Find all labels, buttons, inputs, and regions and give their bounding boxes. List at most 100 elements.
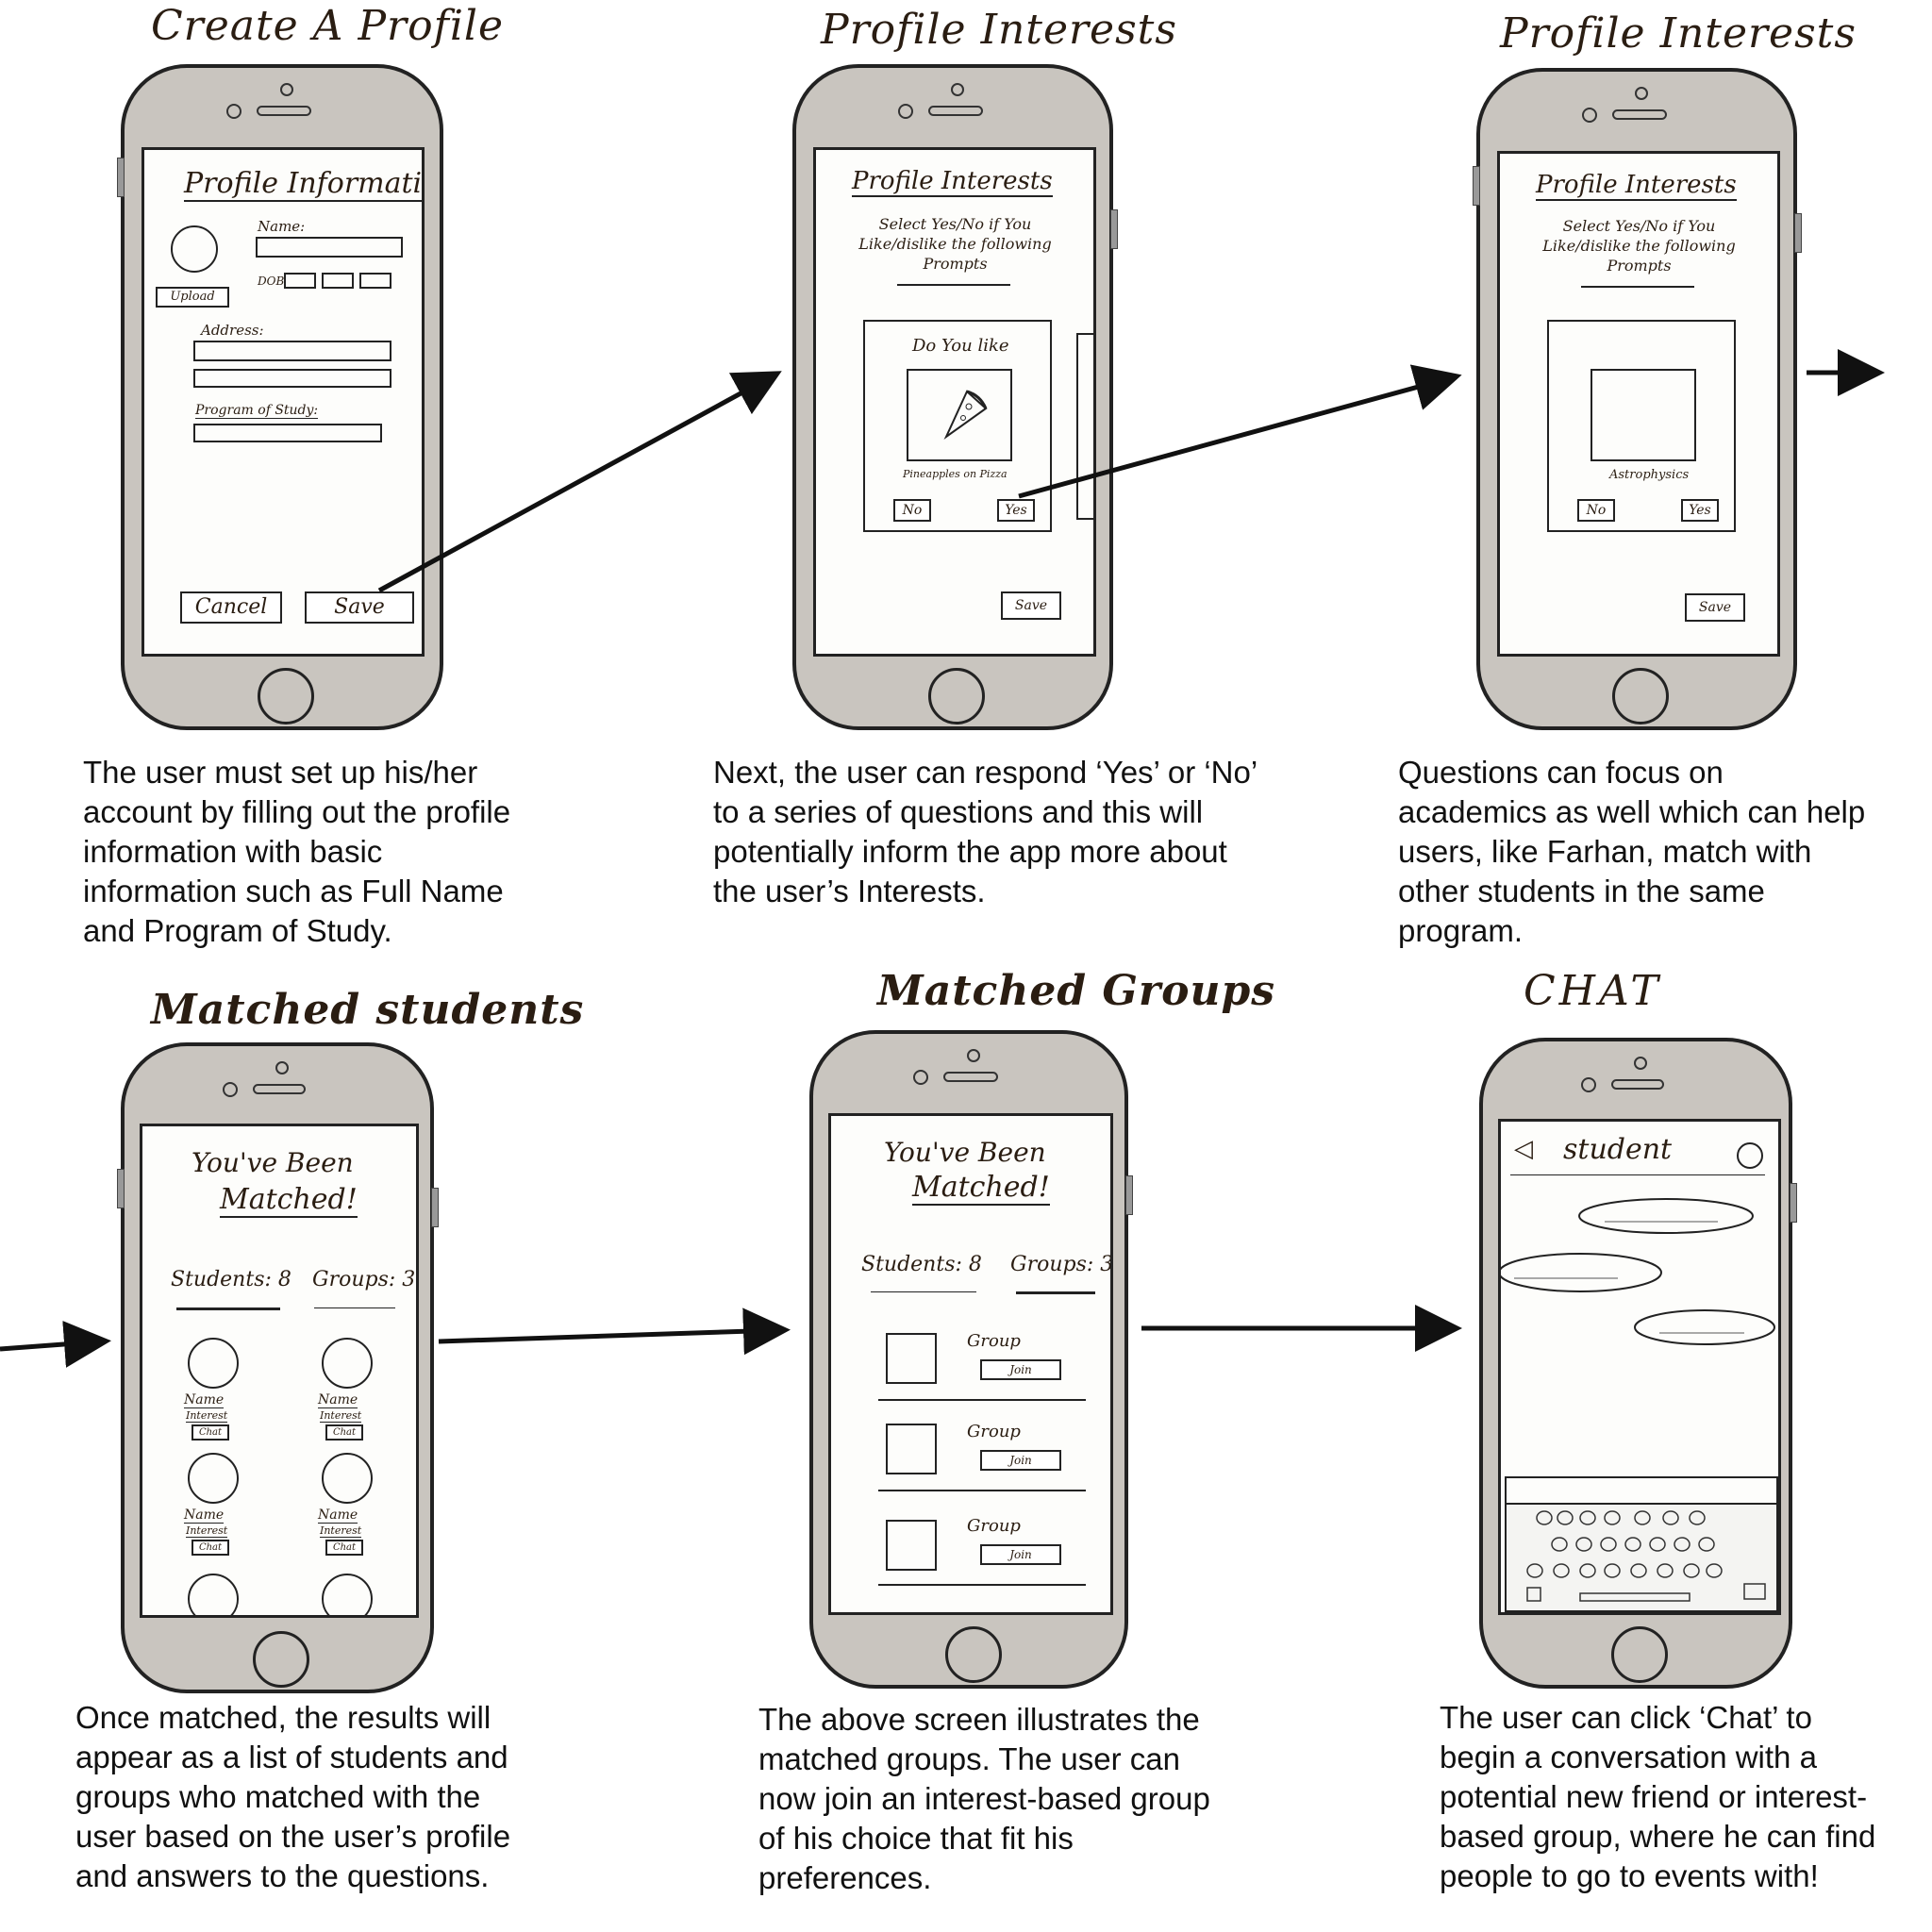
pizza-icon [943,390,988,440]
tab-students[interactable]: Students: 8 [861,1253,982,1276]
arrow-students-to-groups [438,1307,791,1356]
name-field[interactable] [256,237,403,258]
group-label: Group [967,1516,1021,1536]
save-button[interactable]: Save [1001,591,1061,620]
match-heading-line1: You've Been [192,1147,354,1178]
caption-matched-students: Once matched, the results will appear as… [75,1700,511,1893]
student-name: Name [184,1507,225,1524]
screen-matched-groups: You've Been Matched! Students: 8 Groups:… [828,1113,1113,1615]
caption-create-profile: The user must set up his/her account by … [83,755,511,948]
title-chat: CHAT [1524,967,1662,1015]
cancel-button[interactable]: Cancel [180,591,282,624]
prompt-question: Do You like [912,336,1009,356]
program-field[interactable] [193,424,382,442]
caption-profile-interests-2: Questions can focus on academics as well… [1398,755,1866,948]
group-image [886,1520,937,1571]
home-button[interactable] [253,1631,309,1688]
student-interest: Interest [320,1409,362,1423]
join-button[interactable]: Join [980,1450,1061,1471]
match-heading-line2: Matched! [912,1171,1050,1206]
save-button[interactable]: Save [305,591,414,624]
student-avatar [188,1453,239,1504]
phone-matched-students: You've Been Matched! Students: 8 Groups:… [117,1042,439,1693]
student-avatar [188,1338,239,1389]
arrow-profile-to-interests [377,371,782,593]
student-avatar [322,1574,373,1615]
phone-chat: ◁ student [1479,1038,1797,1689]
prompt-image [1591,369,1696,461]
instructions-text: Select Yes/No if You Like/dislike the fo… [1542,217,1736,275]
prompt-image [907,369,1012,461]
student-interest: Interest [320,1524,362,1538]
match-heading-line1: You've Been [884,1137,1046,1168]
chat-contact-name: student [1563,1133,1673,1166]
avatar [171,225,218,273]
student-avatar [322,1453,373,1504]
save-button[interactable]: Save [1685,593,1745,622]
prompt-caption: Pineapples on Pizza [903,468,1008,480]
tab-groups[interactable]: Groups: 3 [1010,1253,1113,1276]
caption-matched-groups: The above screen illustrates the matched… [758,1702,1210,1895]
title-profile-interests-2: Profile Interests [1500,9,1857,58]
title-matched-students: Matched students [151,986,585,1034]
screen-chat: ◁ student [1498,1119,1781,1615]
prompt-caption: Astrophysics [1609,468,1690,482]
student-avatar [188,1574,239,1615]
screen-profile-information: Profile Information Upload Name: DOB Add… [142,147,425,657]
dob-year-field[interactable] [359,273,391,289]
upload-button[interactable]: Upload [156,287,229,308]
prompt-card: Astrophysics No Yes [1547,320,1736,532]
yes-button[interactable]: Yes [997,499,1035,522]
chat-button[interactable]: Chat [192,1540,229,1556]
chat-button[interactable]: Chat [325,1540,363,1556]
chat-button[interactable]: Chat [192,1424,229,1441]
home-button[interactable] [258,668,314,724]
tab-students[interactable]: Students: 8 [171,1268,291,1291]
home-button[interactable] [1611,1626,1668,1683]
address-field-1[interactable] [193,341,391,361]
screen-matched-students: You've Been Matched! Students: 8 Groups:… [140,1124,419,1618]
page-title: Profile Information [184,167,422,202]
yes-button[interactable]: Yes [1681,499,1719,522]
caption-chat: The user can click ‘Chat’ to begin a con… [1440,1700,1876,1893]
dob-day-field[interactable] [284,273,316,289]
title-create-profile: Create A Profile [151,2,505,50]
phone-create-profile: Profile Information Upload Name: DOB Add… [117,64,443,730]
phone-profile-interests-2: Profile Interests Select Yes/No if You L… [1473,68,1802,730]
program-label: Program of Study: [195,403,319,419]
dob-month-field[interactable] [322,273,354,289]
title-matched-groups: Matched Groups [877,967,1276,1015]
caption-profile-interests-1: Next, the user can respond ‘Yes’ or ‘No’… [713,755,1257,908]
dob-label: DOB [258,275,285,288]
home-button[interactable] [1612,668,1669,724]
page-title: Profile Interests [852,167,1053,197]
chat-button[interactable]: Chat [325,1424,363,1441]
student-name: Name [318,1507,358,1524]
group-label: Group [967,1331,1021,1351]
no-button[interactable]: No [1577,499,1615,522]
tab-groups[interactable]: Groups: 3 [312,1268,416,1291]
match-heading-line2: Matched! [220,1183,358,1218]
screen-profile-interests-2: Profile Interests Select Yes/No if You L… [1497,151,1780,657]
back-button[interactable]: ◁ [1514,1135,1533,1163]
home-button[interactable] [928,668,985,724]
student-interest: Interest [186,1409,228,1423]
student-interest: Interest [186,1524,228,1538]
arrow-offscreen-left [0,1321,111,1368]
arrow-interests-to-academic [1018,364,1462,499]
phone-profile-interests-1: Profile Interests Select Yes/No if You L… [792,64,1118,730]
home-button[interactable] [945,1626,1002,1683]
address-field-2[interactable] [193,369,391,388]
group-label: Group [967,1422,1021,1441]
join-button[interactable]: Join [980,1544,1061,1565]
page-title: Profile Interests [1536,171,1737,201]
no-button[interactable]: No [893,499,931,522]
message-bubble [1634,1309,1775,1345]
instructions-text: Select Yes/No if You Like/dislike the fo… [858,215,1052,273]
student-name: Name [184,1392,225,1408]
name-label: Name: [258,218,306,235]
profile-icon[interactable] [1737,1142,1763,1169]
keyboard[interactable] [1505,1503,1778,1612]
join-button[interactable]: Join [980,1359,1061,1380]
